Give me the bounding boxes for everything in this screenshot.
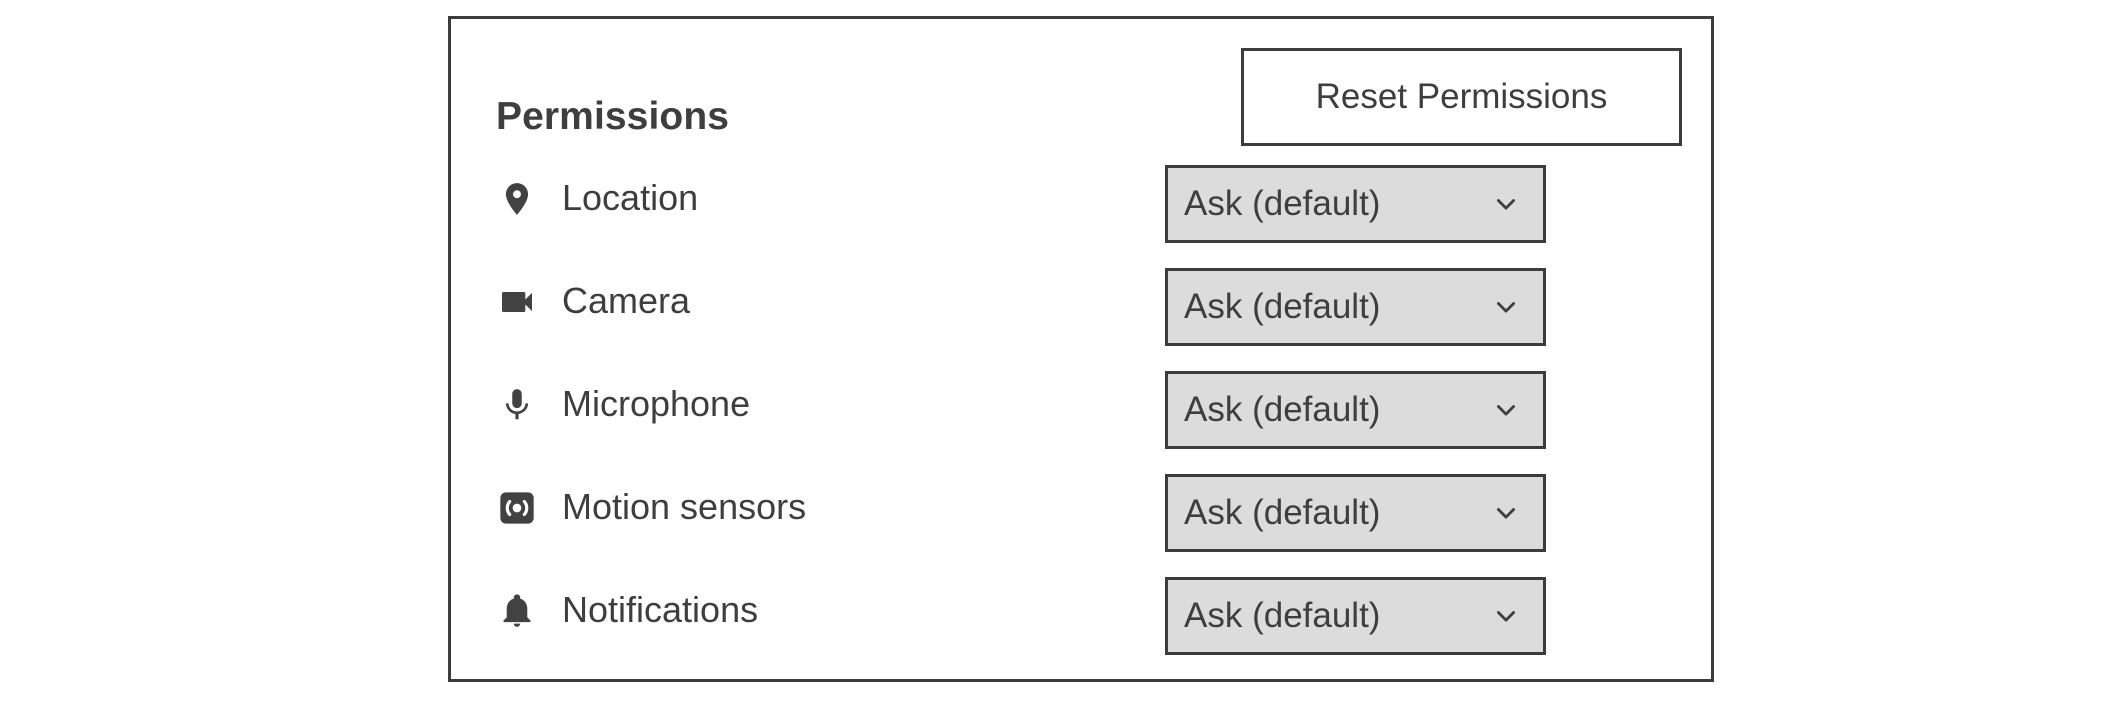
permission-select-value: Ask (default) bbox=[1184, 596, 1381, 635]
permission-row-notifications: Notifications Ask (default) bbox=[451, 577, 1711, 684]
microphone-icon bbox=[495, 383, 539, 427]
permission-select-microphone[interactable]: Ask (default) bbox=[1165, 371, 1546, 449]
permission-rows-list: Location Ask (default) Cam bbox=[451, 165, 1711, 684]
permission-label: Notifications bbox=[562, 589, 759, 630]
permission-label: Location bbox=[562, 177, 699, 218]
permission-label: Motion sensors bbox=[562, 486, 807, 527]
chevron-down-icon bbox=[1491, 395, 1521, 425]
chevron-down-icon bbox=[1491, 292, 1521, 322]
chevron-down-icon bbox=[1491, 189, 1521, 219]
permission-row-camera: Camera Ask (default) bbox=[451, 268, 1711, 375]
page-title: Permissions bbox=[496, 95, 730, 139]
permission-select-location[interactable]: Ask (default) bbox=[1165, 165, 1546, 243]
permission-row-motion-sensors: Motion sensors Ask (default) bbox=[451, 474, 1711, 581]
permission-row-microphone: Microphone Ask (default) bbox=[451, 371, 1711, 478]
location-pin-icon bbox=[495, 177, 539, 221]
bell-icon bbox=[495, 589, 539, 633]
videocam-icon bbox=[495, 280, 539, 324]
permission-select-value: Ask (default) bbox=[1184, 184, 1381, 223]
chevron-down-icon bbox=[1491, 601, 1521, 631]
panel-header: Permissions Reset Permissions bbox=[451, 19, 1711, 159]
permission-label: Camera bbox=[562, 280, 691, 321]
permissions-panel: Permissions Reset Permissions Location A… bbox=[448, 16, 1714, 682]
permission-select-value: Ask (default) bbox=[1184, 493, 1381, 532]
permission-select-notifications[interactable]: Ask (default) bbox=[1165, 577, 1546, 655]
permission-select-value: Ask (default) bbox=[1184, 390, 1381, 429]
motion-sensors-icon bbox=[495, 486, 539, 530]
chevron-down-icon bbox=[1491, 498, 1521, 528]
permission-select-camera[interactable]: Ask (default) bbox=[1165, 268, 1546, 346]
permission-row-location: Location Ask (default) bbox=[451, 165, 1711, 272]
permission-select-motion-sensors[interactable]: Ask (default) bbox=[1165, 474, 1546, 552]
permission-select-value: Ask (default) bbox=[1184, 287, 1381, 326]
permission-label: Microphone bbox=[562, 383, 751, 424]
reset-permissions-button[interactable]: Reset Permissions bbox=[1241, 48, 1682, 146]
